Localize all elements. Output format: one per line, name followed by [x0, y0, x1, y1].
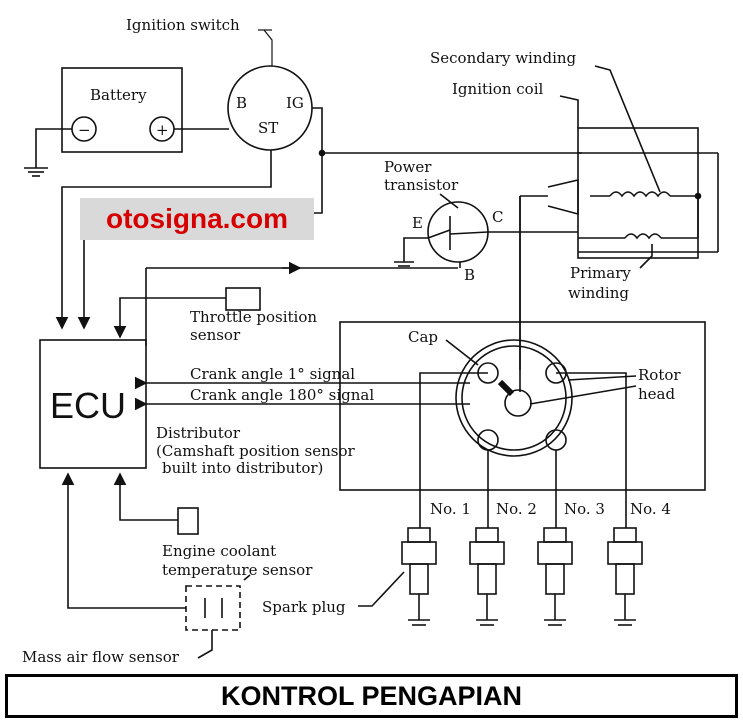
distributor-housing [339, 321, 706, 491]
label-battery-minus: − [78, 121, 91, 139]
label-secondary-winding: Secondary winding [430, 49, 577, 67]
label-mass-air-flow: Mass air flow sensor [22, 648, 180, 666]
spark-plug-2 [469, 527, 505, 626]
spark-plug-1 [401, 527, 437, 626]
rotor-head [504, 389, 532, 417]
coolant-temperature-sensor [177, 507, 199, 535]
watermark: otosigna.com [80, 198, 314, 240]
label-switch-st: ST [258, 119, 278, 137]
label-crank-1: Crank angle 1° signal [190, 365, 355, 383]
label-primary-winding-1: Primary [570, 264, 631, 282]
label-plug-no2: No. 2 [496, 500, 537, 518]
label-transistor-b: B [464, 266, 475, 284]
label-distributor-2: (Camshaft position sensor [156, 442, 356, 460]
label-ignition-coil: Ignition coil [452, 80, 543, 98]
label-coolant-2: temperature sensor [162, 561, 313, 579]
label-plug-no3: No. 3 [564, 500, 605, 518]
label-battery-plus: + [156, 121, 169, 139]
label-ecu: ECU [50, 385, 126, 426]
label-throttle-position-1: Throttle position [190, 308, 317, 326]
label-coolant-1: Engine coolant [162, 542, 276, 560]
spark-plug-3 [537, 527, 573, 626]
label-ignition-switch: Ignition switch [126, 16, 240, 34]
primary-winding-coil [624, 233, 662, 240]
mass-air-flow-sensor [185, 585, 241, 631]
label-cap: Cap [408, 328, 438, 346]
label-power-transistor-2: transistor [384, 176, 459, 194]
label-battery: Battery [90, 86, 147, 104]
distributor-cap [455, 339, 573, 457]
label-power-transistor-1: Power [384, 158, 432, 176]
label-crank-180: Crank angle 180° signal [190, 386, 374, 404]
label-switch-ig: IG [286, 94, 304, 112]
label-transistor-e: E [412, 214, 423, 232]
label-distributor-3: built into distributor) [162, 459, 323, 477]
battery-box [61, 67, 183, 153]
label-switch-b: B [236, 94, 247, 112]
label-throttle-position-2: sensor [190, 326, 241, 344]
spark-plug-4 [607, 527, 643, 626]
label-distributor-1: Distributor [156, 424, 241, 442]
label-primary-winding-2: winding [568, 284, 629, 302]
label-plug-no1: No. 1 [430, 500, 471, 518]
label-rotor-head-1: Rotor [638, 366, 681, 384]
secondary-winding-coil [609, 191, 671, 198]
label-spark-plug: Spark plug [262, 598, 346, 616]
label-transistor-c: C [492, 208, 503, 226]
label-plug-no4: No. 4 [630, 500, 671, 518]
throttle-position-sensor [225, 287, 261, 311]
title-banner: KONTROL PENGAPIAN [5, 674, 738, 718]
label-rotor-head-2: head [638, 385, 675, 403]
